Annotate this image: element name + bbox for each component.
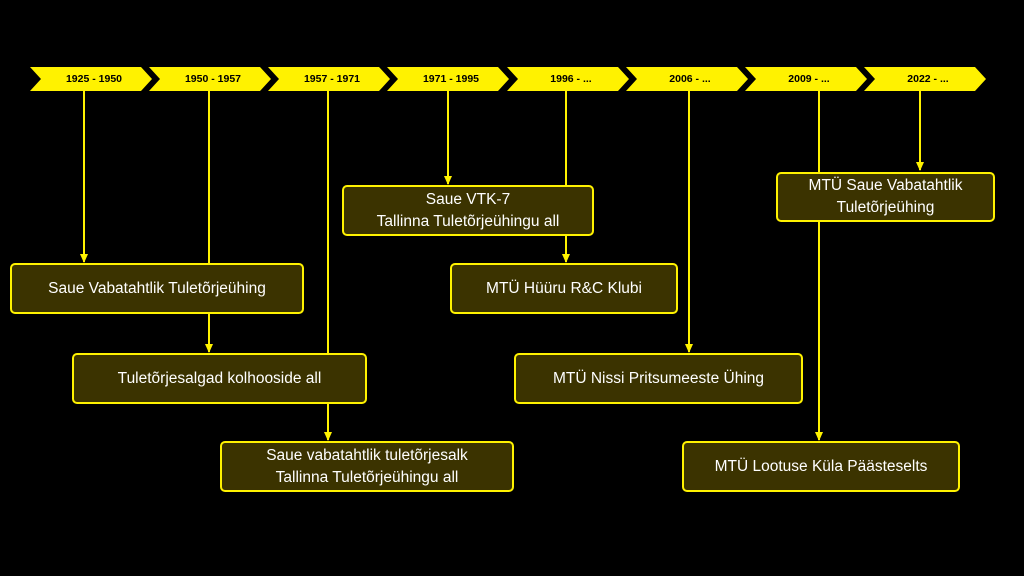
org-box-line: MTÜ Hüüru R&C Klubi <box>486 279 642 297</box>
timeline-period-1996: 1996 - ... <box>507 67 629 91</box>
org-box-saue-vtk-7: Saue VTK-7 Tallinna Tuletõrjeühingu all <box>342 185 594 236</box>
timeline-period-2006: 2006 - ... <box>626 67 748 91</box>
org-box-line: MTÜ Lootuse Küla Päästeselts <box>714 457 928 475</box>
timeline-period-1971-1995: 1971 - 1995 <box>387 67 509 91</box>
org-box-line: Tuletõrjesalgad kolhooside all <box>117 369 322 387</box>
org-box-line: Saue VTK-7 <box>425 190 511 208</box>
org-box-mtu-nissi-pritsumeeste-uhing: MTÜ Nissi Pritsumeeste Ühing <box>514 353 803 404</box>
org-box-line: Tallinna Tuletõrjeühingu all <box>376 212 560 230</box>
timeline-period-1925-1950: 1925 - 1950 <box>30 67 152 91</box>
org-box-line: MTÜ Saue Vabatahtlik <box>808 177 963 194</box>
org-box-saue-vabatahtlik-tuletorjeuhing: Saue Vabatahtlik Tuletõrjeühing <box>10 263 304 314</box>
org-box-saue-vabatahtlik-tuletorjesalk: Saue vabatahtlik tuletõrjesalk Tallinna … <box>220 441 514 492</box>
org-box-line: Saue vabatahtlik tuletõrjesalk <box>266 446 468 464</box>
org-box-line: Saue Vabatahtlik Tuletõrjeühing <box>48 279 266 297</box>
org-box-line: Tuletõrjeühing <box>836 199 935 216</box>
org-box-line: Tallinna Tuletõrjeühingu all <box>275 468 459 486</box>
org-box-mtu-saue-vabatahtlik-tuletorjeuhing: MTÜ Saue Vabatahtlik Tuletõrjeühing <box>776 172 995 222</box>
org-box-mtu-lootuse-kula-paasteselts: MTÜ Lootuse Küla Päästeselts <box>682 441 960 492</box>
org-box-mtu-huuru-rc-klubi: MTÜ Hüüru R&C Klubi <box>450 263 678 314</box>
org-box-line: MTÜ Nissi Pritsumeeste Ühing <box>552 369 765 387</box>
org-box-tuletorjesalgad-kolhooside-all: Tuletõrjesalgad kolhooside all <box>72 353 367 404</box>
timeline-period-1950-1957: 1950 - 1957 <box>149 67 271 91</box>
timeline-period-1957-1971: 1957 - 1971 <box>268 67 390 91</box>
timeline-period-2022: 2022 - ... <box>864 67 986 91</box>
timeline-period-2009: 2009 - ... <box>745 67 867 91</box>
